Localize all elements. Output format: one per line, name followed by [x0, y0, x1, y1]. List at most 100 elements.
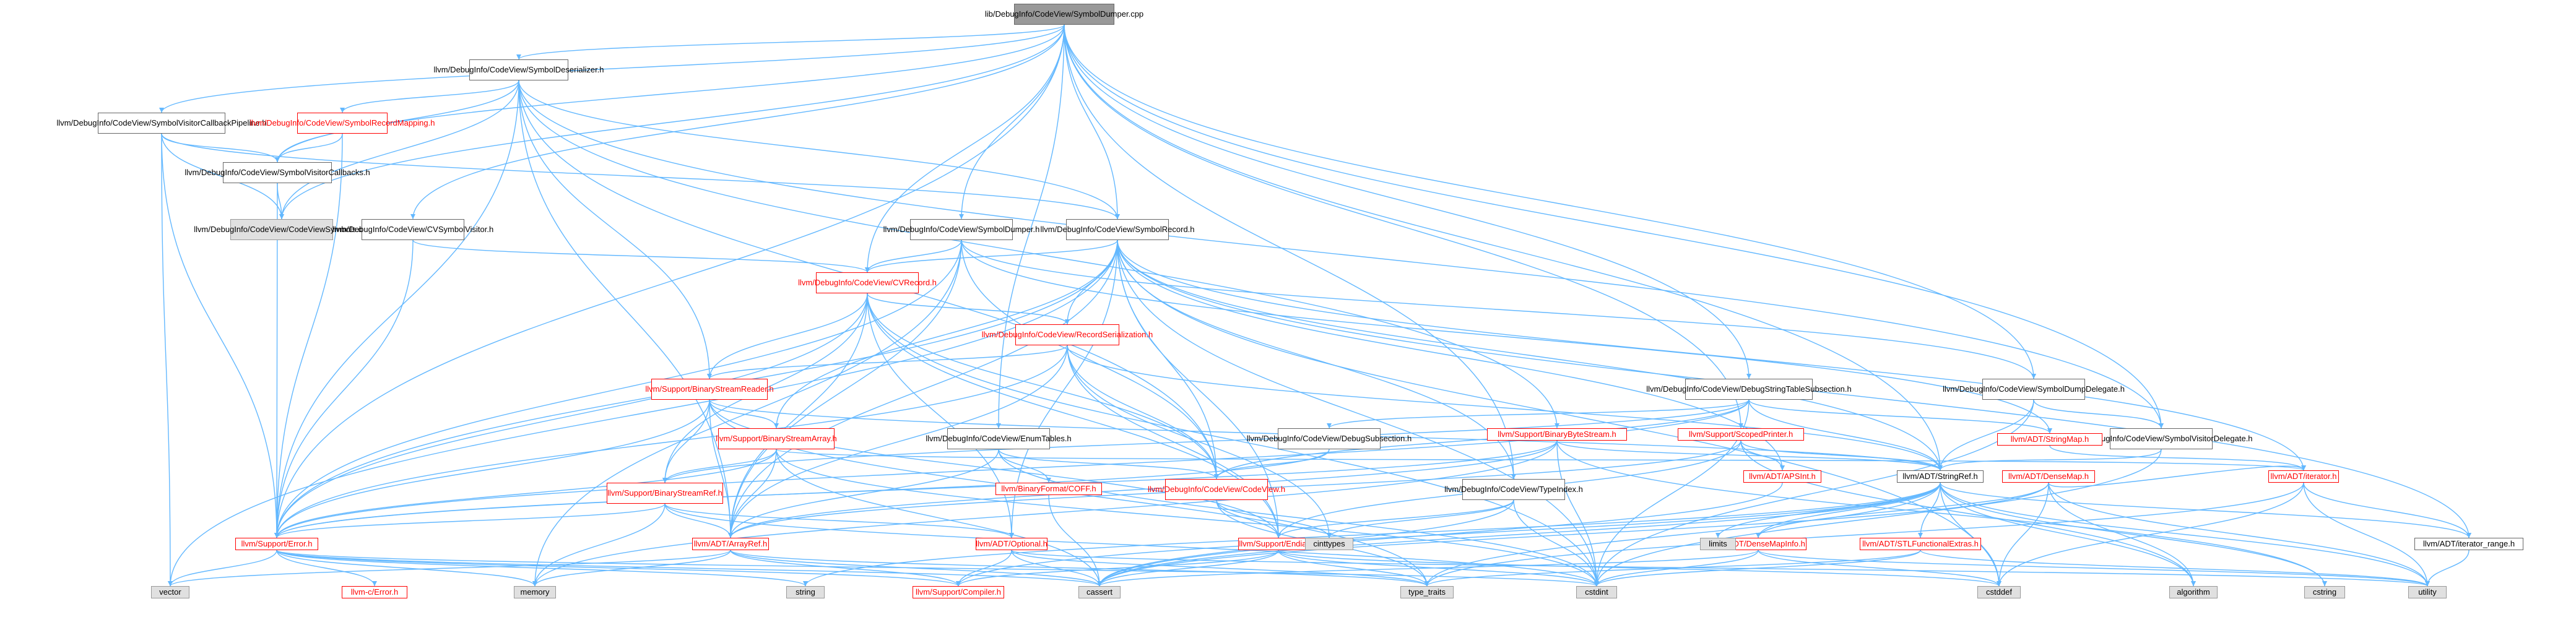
edge-arrowhead — [1594, 581, 1599, 586]
node-string[interactable]: string — [786, 586, 825, 598]
dependency-edges — [159, 24, 2471, 587]
node-symbol-dumper-h[interactable]: llvm/DebugInfo/CodeView/SymbolDumper.h — [883, 219, 1039, 240]
edge-support-error-to-cassert — [276, 550, 1100, 587]
edge-debug-subsection-to-code-view-h — [1216, 449, 1330, 480]
node-cassert[interactable]: cassert — [1078, 586, 1121, 598]
node-label: llvm/ADT/APSInt.h — [1749, 472, 1816, 481]
node-type-index[interactable]: llvm/DebugInfo/CodeView/TypeIndex.h — [1444, 479, 1583, 500]
node-label: llvm/ADT/iterator_range.h — [2422, 539, 2515, 548]
edge-arrowhead — [516, 54, 521, 59]
edge-symbol-dump-delegate-to-string-ref — [1940, 399, 2034, 471]
node-code-view-h[interactable]: llvm/DebugInfo/CodeView/CodeView.h — [1148, 479, 1285, 500]
edge-symbol-record-to-adt-iterator — [1117, 239, 2304, 471]
node-label: llvm/DebugInfo/CodeView/DebugStringTable… — [1646, 384, 1852, 394]
node-algorithm[interactable]: algorithm — [2169, 586, 2218, 598]
edge-string-map-to-adt-iterator — [2049, 445, 2304, 471]
node-cstddef[interactable]: cstddef — [1977, 586, 2021, 598]
node-string-map[interactable]: llvm/ADT/StringMap.h — [1997, 433, 2102, 446]
node-label: vector — [159, 587, 181, 597]
node-symbol-visitor-callbacks[interactable]: llvm/DebugInfo/CodeView/SymbolVisitorCal… — [184, 162, 370, 183]
node-binary-stream-reader[interactable]: llvm/Support/BinaryStreamReader.h — [645, 379, 774, 400]
node-binary-format-coff[interactable]: llvm/BinaryFormat/COFF.h — [995, 483, 1102, 495]
edge-arrowhead — [1214, 474, 1219, 479]
node-adt-iterator[interactable]: llvm/ADT/iterator.h — [2268, 470, 2339, 483]
node-symbol-record-mapping[interactable]: llvm/DebugInfo/CodeView/SymbolRecordMapp… — [250, 113, 435, 134]
node-iterator-range[interactable]: llvm/ADT/iterator_range.h — [2414, 538, 2523, 550]
node-symbol-visitor-delegate[interactable]: llvm/DebugInfo/CodeView/SymbolVisitorDel… — [2070, 428, 2253, 449]
node-cstdint[interactable]: cstdint — [1576, 586, 1617, 598]
node-optional[interactable]: llvm/ADT/Optional.h — [976, 538, 1047, 550]
edge-dense-map-to-dense-map-info — [1758, 482, 2049, 538]
node-endian[interactable]: llvm/Support/Endian.h — [1238, 538, 1319, 550]
node-utility[interactable]: utility — [2408, 586, 2447, 598]
node-enum-tables[interactable]: llvm/DebugInfo/CodeView/EnumTables.h — [926, 428, 1072, 449]
edge-support-error-to-llvm-c-error — [276, 550, 375, 587]
node-label: llvm/ADT/ArrayRef.h — [693, 539, 768, 548]
node-root[interactable]: lib/DebugInfo/CodeView/SymbolDumper.cpp — [985, 4, 1143, 25]
node-cv-symbol-visitor[interactable]: llvm/DebugInfo/CodeView/CVSymbolVisitor.… — [332, 219, 493, 240]
node-label: string — [796, 587, 815, 597]
edge-record-serialization-to-binary-stream-reader — [709, 345, 1068, 379]
node-symbol-dump-delegate[interactable]: llvm/DebugInfo/CodeView/SymbolDumpDelega… — [1943, 379, 2125, 400]
node-symbol-record[interactable]: llvm/DebugInfo/CodeView/SymbolRecord.h — [1040, 219, 1195, 240]
node-limits[interactable]: limits — [1700, 538, 1736, 550]
edge-binary-byte-stream-to-cstring — [1556, 440, 2325, 587]
node-label: llvm/DebugInfo/CodeView/TypeIndex.h — [1444, 485, 1583, 494]
edge-arrowhead — [274, 533, 279, 538]
edge-arrowhead — [2322, 581, 2327, 586]
node-binary-byte-stream[interactable]: llvm/Support/BinaryByteStream.h — [1487, 428, 1627, 441]
node-symbol-visitor-callback-pipeline[interactable]: llvm/DebugInfo/CodeView/SymbolVisitorCal… — [56, 113, 267, 134]
edge-arrowhead — [372, 581, 377, 586]
node-stl-functional-extras[interactable]: llvm/ADT/STLFunctionalExtras.h — [1860, 538, 1981, 550]
node-label: llvm/Support/Error.h — [241, 539, 313, 548]
edge-cv-record-to-array-ref — [730, 293, 868, 538]
edge-record-serialization-to-code-view-h — [1067, 345, 1217, 480]
node-cstring[interactable]: cstring — [2304, 586, 2345, 598]
edge-string-ref-to-utility — [1940, 482, 2428, 587]
node-vector[interactable]: vector — [151, 586, 189, 598]
node-ap-sint[interactable]: llvm/ADT/APSInt.h — [1743, 470, 1821, 483]
edge-arrowhead — [2466, 533, 2471, 538]
edge-dense-map-info-to-cstddef — [1758, 550, 2000, 587]
edge-root-to-scoped-printer — [1064, 24, 1741, 429]
node-symbol-deserializer[interactable]: llvm/DebugInfo/CodeView/SymbolDeserializ… — [433, 59, 604, 80]
edge-dense-map-to-cstddef — [1998, 482, 2049, 587]
edge-arrowhead — [1065, 319, 1070, 324]
edge-record-serialization-to-endian — [1067, 345, 1279, 538]
edge-root-to-type-index — [1064, 24, 1514, 480]
node-memory[interactable]: memory — [514, 586, 556, 598]
edge-binary-stream-array-to-cassert — [776, 449, 1100, 587]
edge-symbol-deserializer-to-symbol-record-mapping — [342, 80, 519, 113]
node-debug-string-table-subsection[interactable]: llvm/DebugInfo/CodeView/DebugStringTable… — [1646, 379, 1852, 400]
node-llvm-c-error[interactable]: llvm-c/Error.h — [342, 586, 407, 598]
edge-endian-to-type-traits — [1278, 550, 1428, 587]
node-label: llvm/DebugInfo/CodeView/SymbolDumper.h — [883, 225, 1040, 234]
node-cinttypes[interactable]: cinttypes — [1305, 538, 1353, 550]
node-support-compiler[interactable]: llvm/Support/Compiler.h — [913, 586, 1004, 598]
node-binary-stream-array[interactable]: llvm/Support/BinaryStreamArray.h — [716, 428, 837, 449]
node-cv-record[interactable]: llvm/DebugInfo/CodeView/CVRecord.h — [798, 272, 937, 293]
edge-arrowhead — [2425, 581, 2430, 586]
node-string-ref[interactable]: llvm/ADT/StringRef.h — [1897, 470, 1984, 483]
node-scoped-printer[interactable]: llvm/Support/ScopedPrinter.h — [1678, 428, 1804, 441]
node-record-serialization[interactable]: llvm/DebugInfo/CodeView/RecordSerializat… — [982, 324, 1153, 345]
node-label: llvm/DebugInfo/CodeView/SymbolRecordMapp… — [249, 118, 435, 127]
node-code-view-symbols-def[interactable]: llvm/DebugInfo/CodeView/CodeViewSymbols.… — [194, 219, 370, 240]
node-dense-map[interactable]: llvm/ADT/DenseMap.h — [2002, 470, 2095, 483]
edge-arrowhead — [275, 157, 280, 162]
edge-arrowhead — [959, 214, 964, 219]
node-support-error[interactable]: llvm/Support/Error.h — [235, 538, 318, 550]
node-array-ref[interactable]: llvm/ADT/ArrayRef.h — [692, 538, 769, 550]
edge-string-ref-to-type-traits — [1426, 482, 1941, 587]
edge-string-ref-to-cstring — [1940, 482, 2325, 587]
edge-root-to-symbol-visitor-delegate — [1064, 24, 2162, 429]
edge-dense-map-info-to-utility — [1758, 550, 2428, 587]
edge-adt-iterator-to-iterator-range — [2303, 482, 2470, 538]
edge-arrowhead — [1938, 465, 1943, 470]
node-debug-subsection[interactable]: llvm/DebugInfo/CodeView/DebugSubsection.… — [1247, 428, 1412, 449]
edge-root-to-symbol-record — [1064, 24, 1118, 220]
node-type-traits[interactable]: type_traits — [1400, 586, 1454, 598]
edge-record-serialization-to-support-error — [276, 345, 1068, 538]
node-binary-stream-ref[interactable]: llvm/Support/BinaryStreamRef.h — [607, 483, 723, 504]
